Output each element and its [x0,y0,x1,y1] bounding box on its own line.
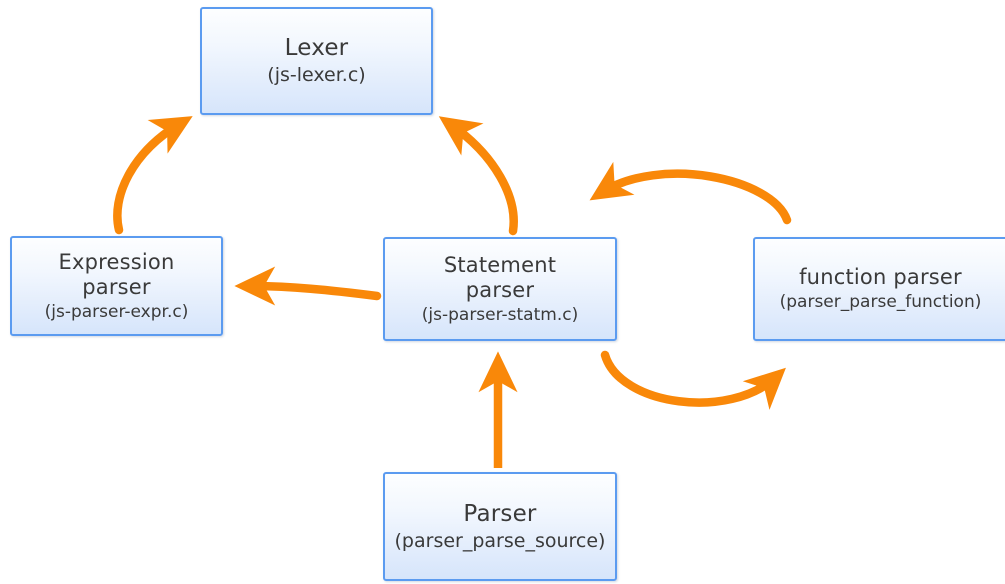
node-lexer-title: Lexer [284,35,349,62]
node-expression-parser-title: Expression parser [58,250,175,299]
node-lexer[interactable]: Lexer (js-lexer.c) [200,7,433,115]
edge-function-to-statement [589,161,792,225]
node-parser-subtitle: (parser_parse_source) [394,529,606,552]
node-expression-parser[interactable]: Expression parser (js-parser-expr.c) [10,236,223,336]
node-parser-title: Parser [463,500,537,527]
edge-statement-to-expression [234,266,382,306]
edge-statement-to-lexer [438,116,518,236]
edge-statement-to-function [600,350,786,410]
node-statement-parser-subtitle: (js-parser-statm.c) [421,304,579,325]
node-parser[interactable]: Parser (parser_parse_source) [383,472,617,581]
node-statement-parser[interactable]: Statement parser (js-parser-statm.c) [383,237,617,341]
node-function-parser[interactable]: function parser (parser_parse_function) [753,237,1005,341]
node-lexer-subtitle: (js-lexer.c) [267,64,366,87]
node-function-parser-subtitle: (parser_parse_function) [779,292,982,313]
edge-expression-to-lexer [113,116,193,235]
node-statement-parser-title: Statement parser [443,253,557,302]
node-expression-parser-subtitle: (js-parser-expr.c) [44,301,189,322]
node-function-parser-title: function parser [799,265,962,290]
